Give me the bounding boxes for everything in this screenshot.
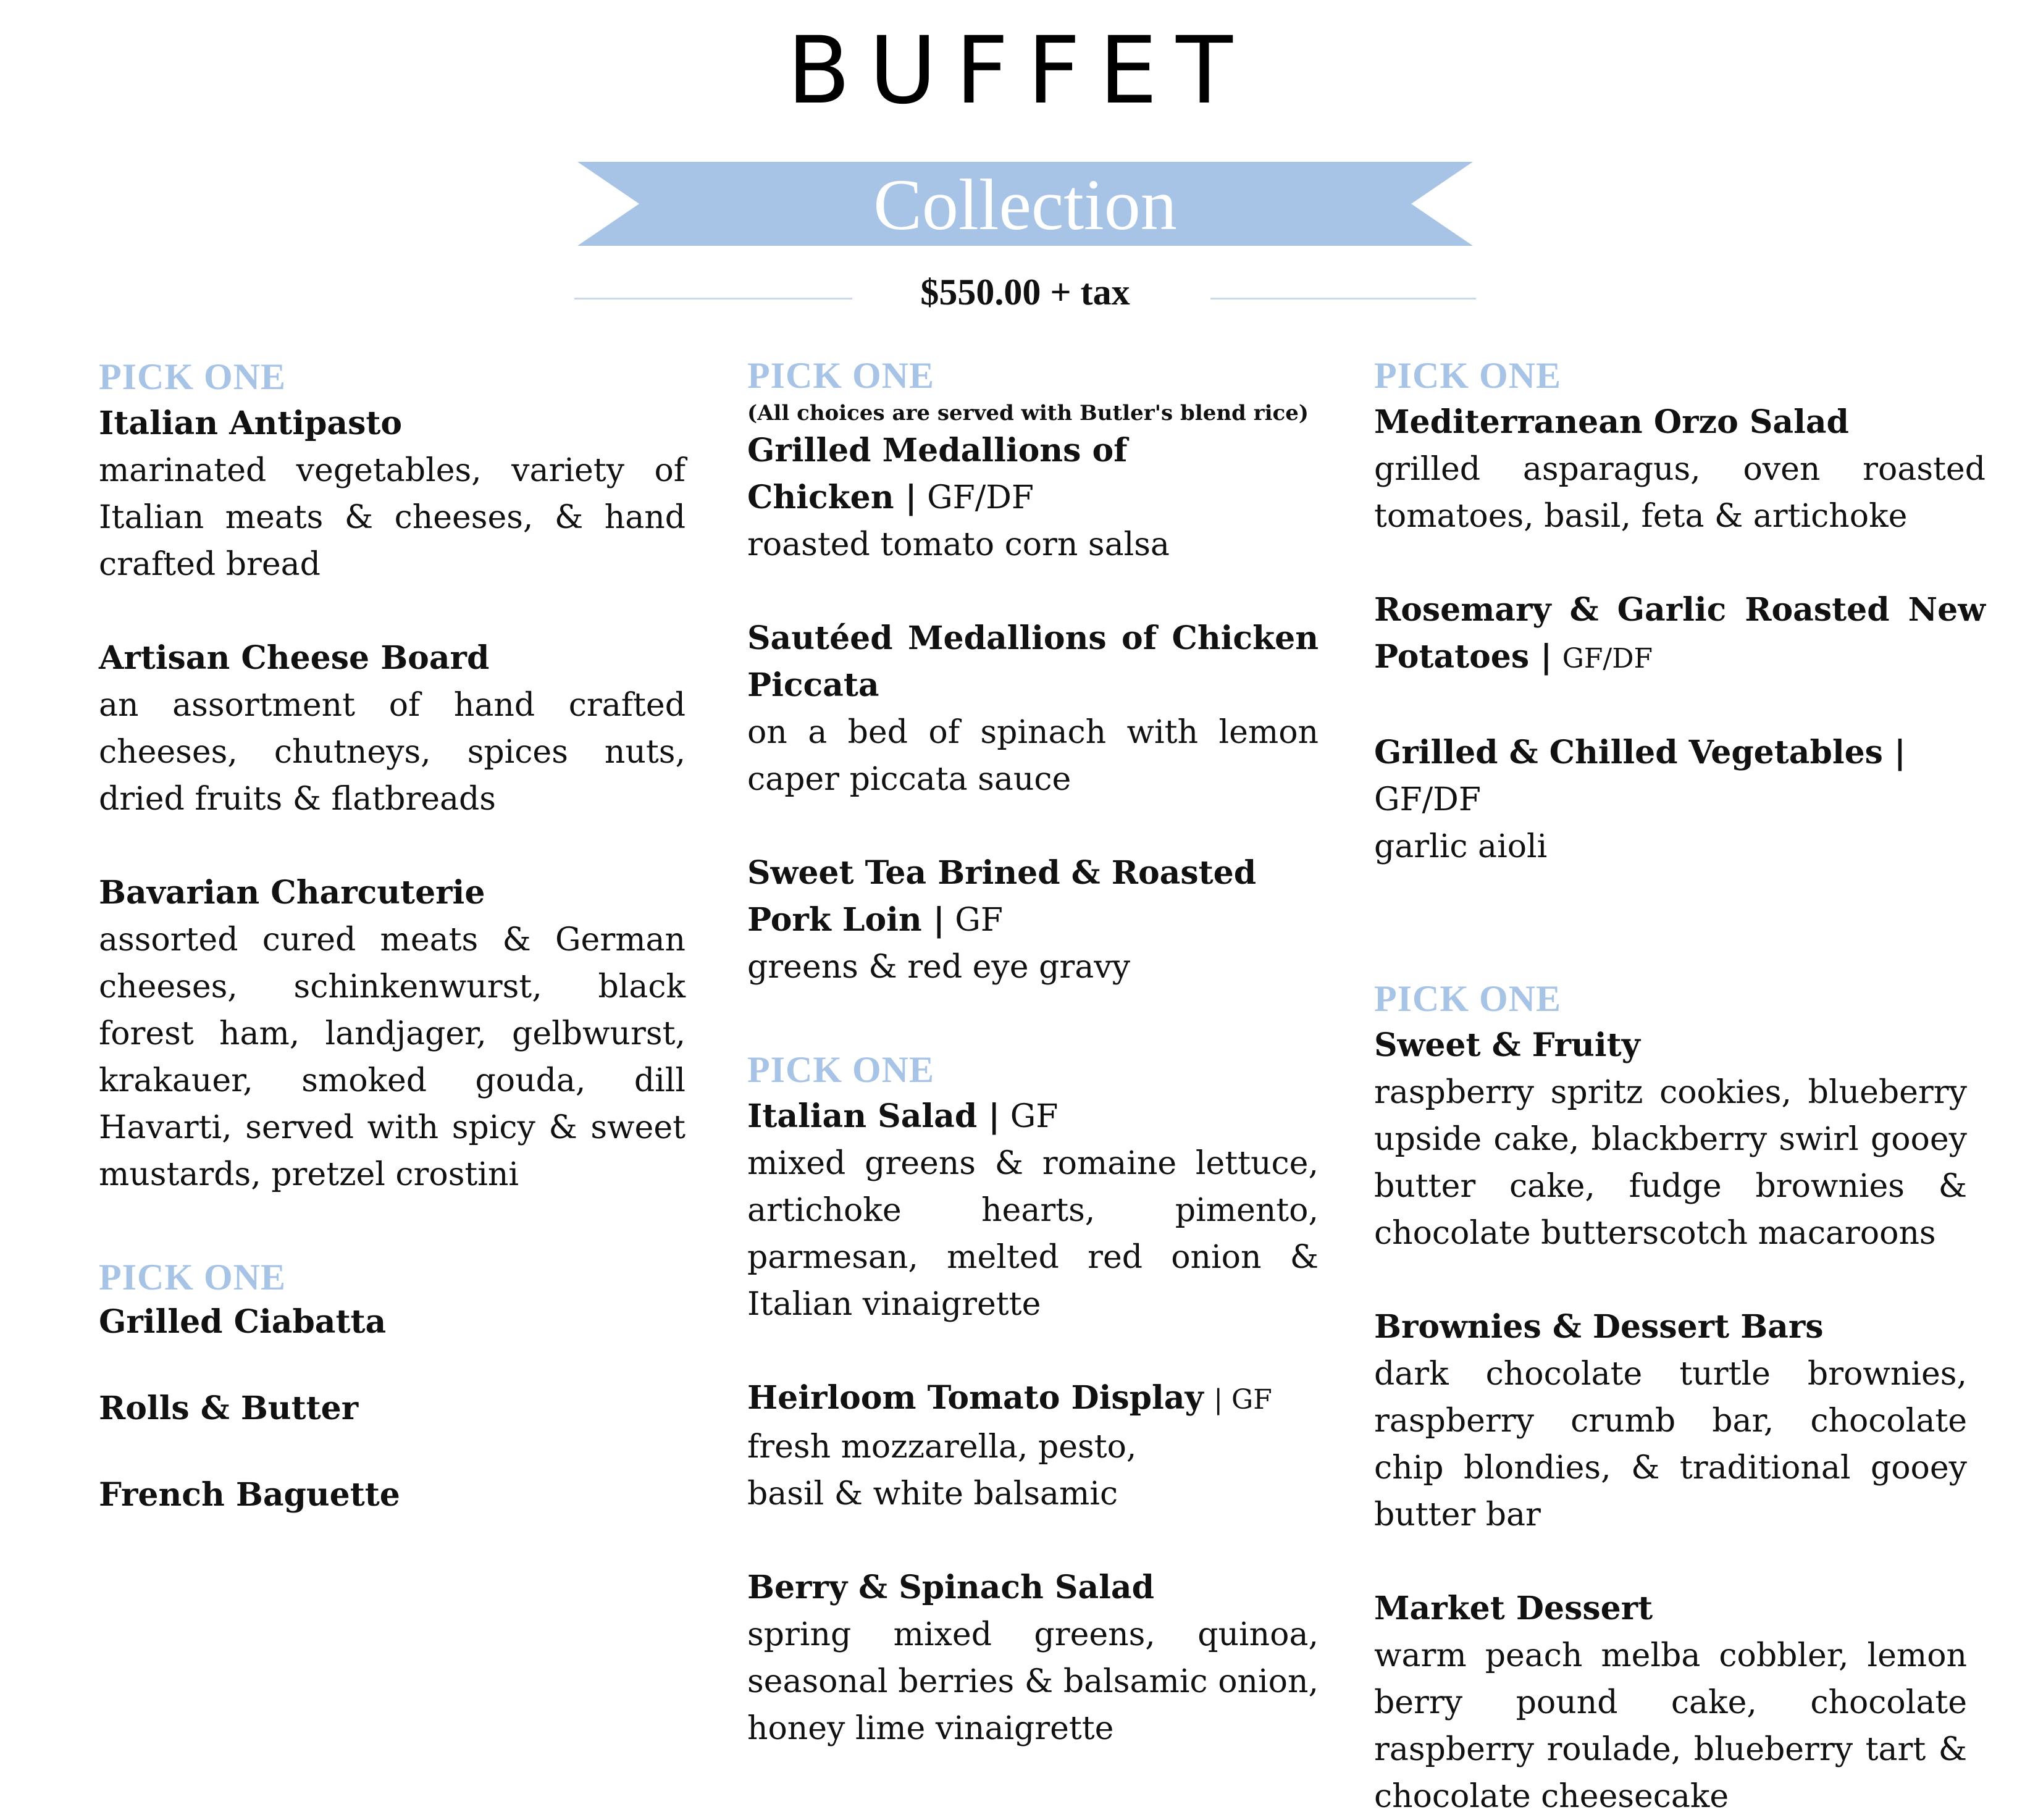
menu-item: Berry & Spinach Salad spring mixed green… [747, 1564, 1319, 1752]
item-description: garlic aioli [1374, 828, 1548, 865]
item-name: Artisan Cheese Board [99, 639, 490, 677]
item-title: Italian Salad | GF [747, 1093, 1319, 1140]
item-title: Sweet Tea Brined & Roasted Pork Loin | G… [747, 850, 1278, 944]
section-heading: PICK ONE [99, 1257, 287, 1298]
item-title: Grilled Medallions of Chicken | GF/DF [747, 427, 1149, 521]
item-name: Brownies & Dessert Bars [1374, 1308, 1824, 1346]
item-name: Mediterranean Orzo Salad [1374, 403, 1849, 441]
price-rule-left [574, 298, 852, 300]
item-name: Market Dessert [1374, 1590, 1653, 1627]
menu-column-2: PICK ONE (All choices are served with Bu… [747, 352, 1319, 1752]
menu-column-3: PICK ONE Mediterranean Orzo Salad grille… [1374, 352, 1986, 1820]
menu-item: Rosemary & Garlic Roasted New Potatoes |… [1374, 587, 1986, 682]
page-title: BUFFET [787, 17, 1251, 125]
item-description: warm peach melba cobbler, lemon berry po… [1374, 1637, 1967, 1815]
item-name: Grilled Medallions of Chicken | [747, 432, 1128, 516]
section-heading: PICK ONE [1374, 355, 1562, 396]
price-rule-right [1210, 298, 1476, 300]
list-item: Rolls & Butter [99, 1390, 359, 1427]
menu-item: Bavarian Charcuterie assorted cured meat… [99, 870, 686, 1198]
price-label: $550.00 + tax [920, 272, 1130, 312]
item-tag: GF/DF [927, 479, 1034, 516]
menu-item: Mediterranean Orzo Salad grilled asparag… [1374, 399, 1986, 540]
item-name: Bavarian Charcuterie [99, 874, 485, 912]
ribbon-shape [577, 162, 1473, 246]
item-description: marinated vegetables, variety of Italian… [99, 452, 686, 583]
collection-subtitle: Collection [873, 164, 1177, 245]
item-name: Grilled & Chilled Vegetables | [1374, 734, 1906, 771]
menu-column-1: PICK ONE Italian Antipasto marinated veg… [99, 353, 686, 1517]
item-description: roasted tomato corn salsa [747, 526, 1170, 563]
item-name: Berry & Spinach Salad [747, 1569, 1154, 1606]
item-tag: GF [955, 902, 1003, 939]
menu-item: Italian Antipasto marinated vegetables, … [99, 400, 686, 588]
menu-item: Sweet & Fruity raspberry spritz cookies,… [1374, 1022, 1967, 1257]
item-description: assorted cured meats & German cheeses, s… [99, 921, 686, 1193]
section-heading: PICK ONE [99, 356, 287, 397]
item-name: Italian Antipasto [99, 405, 403, 442]
item-name: Rosemary & Garlic Roasted New Potatoes | [1374, 591, 1986, 676]
item-description: raspberry spritz cookies, blueberry upsi… [1374, 1074, 1967, 1252]
menu-item: Sweet Tea Brined & Roasted Pork Loin | G… [747, 850, 1319, 991]
item-tag: GF [1010, 1098, 1059, 1135]
item-name: Sweet & Fruity [1374, 1026, 1640, 1064]
section-heading: PICK ONE [747, 355, 935, 396]
item-tag: GF/DF [1562, 643, 1653, 674]
item-title: Rosemary & Garlic Roasted New Potatoes |… [1374, 587, 1986, 682]
item-description: spring mixed greens, quinoa, seasonal be… [747, 1616, 1319, 1747]
menu-item: Brownies & Dessert Bars dark chocolate t… [1374, 1304, 1967, 1538]
menu-item: Sautéed Medallions of Chicken Piccata on… [747, 615, 1319, 803]
menu-item: Grilled & Chilled Vegetables | GF/DF gar… [1374, 729, 1986, 870]
section-note: (All choices are served with Butler's bl… [747, 401, 1309, 426]
item-description: an assortment of hand crafted cheeses, c… [99, 687, 686, 818]
menu-item: Italian Salad | GF mixed greens & romain… [747, 1093, 1319, 1328]
item-description: greens & red eye gravy [747, 949, 1131, 986]
item-name: Sautéed Medallions of Chicken Piccata [747, 619, 1319, 704]
section-heading: PICK ONE [747, 1049, 935, 1090]
menu-item: Grilled Medallions of Chicken | GF/DF ro… [747, 427, 1319, 568]
menu-item: Market Dessert warm peach melba cobbler,… [1374, 1585, 1967, 1820]
item-tag: | GF [1214, 1384, 1272, 1415]
menu-item: Artisan Cheese Board an assortment of ha… [99, 635, 686, 823]
list-item: French Baguette [99, 1476, 400, 1514]
item-description: on a bed of spinach with lemon caper pic… [747, 714, 1319, 798]
menu-item: Heirloom Tomato Display | GF fresh mozza… [747, 1375, 1319, 1517]
item-title: Heirloom Tomato Display | GF [747, 1375, 1319, 1424]
item-name: Heirloom Tomato Display [747, 1379, 1204, 1417]
item-description: grilled asparagus, oven roasted tomatoes… [1374, 451, 1986, 535]
item-name: Italian Salad | [747, 1097, 1000, 1135]
item-tag: GF/DF [1374, 781, 1481, 818]
list-item: Grilled Ciabatta [99, 1303, 387, 1341]
collection-ribbon: Collection [577, 162, 1473, 246]
item-description: dark chocolate turtle brownies, raspberr… [1374, 1356, 1967, 1533]
item-description: mixed greens & romaine lettuce, artichok… [747, 1145, 1319, 1323]
section-heading: PICK ONE [1374, 978, 1562, 1019]
item-title: Grilled & Chilled Vegetables | GF/DF [1374, 729, 1986, 823]
bread-list: Grilled Ciabatta Rolls & Butter French B… [99, 1301, 686, 1517]
item-description: fresh mozzarella, pesto, basil & white b… [747, 1428, 1137, 1512]
dessert-list: Sweet & Fruity raspberry spritz cookies,… [1374, 1022, 1967, 1820]
item-name: Sweet Tea Brined & Roasted Pork Loin | [747, 854, 1257, 939]
